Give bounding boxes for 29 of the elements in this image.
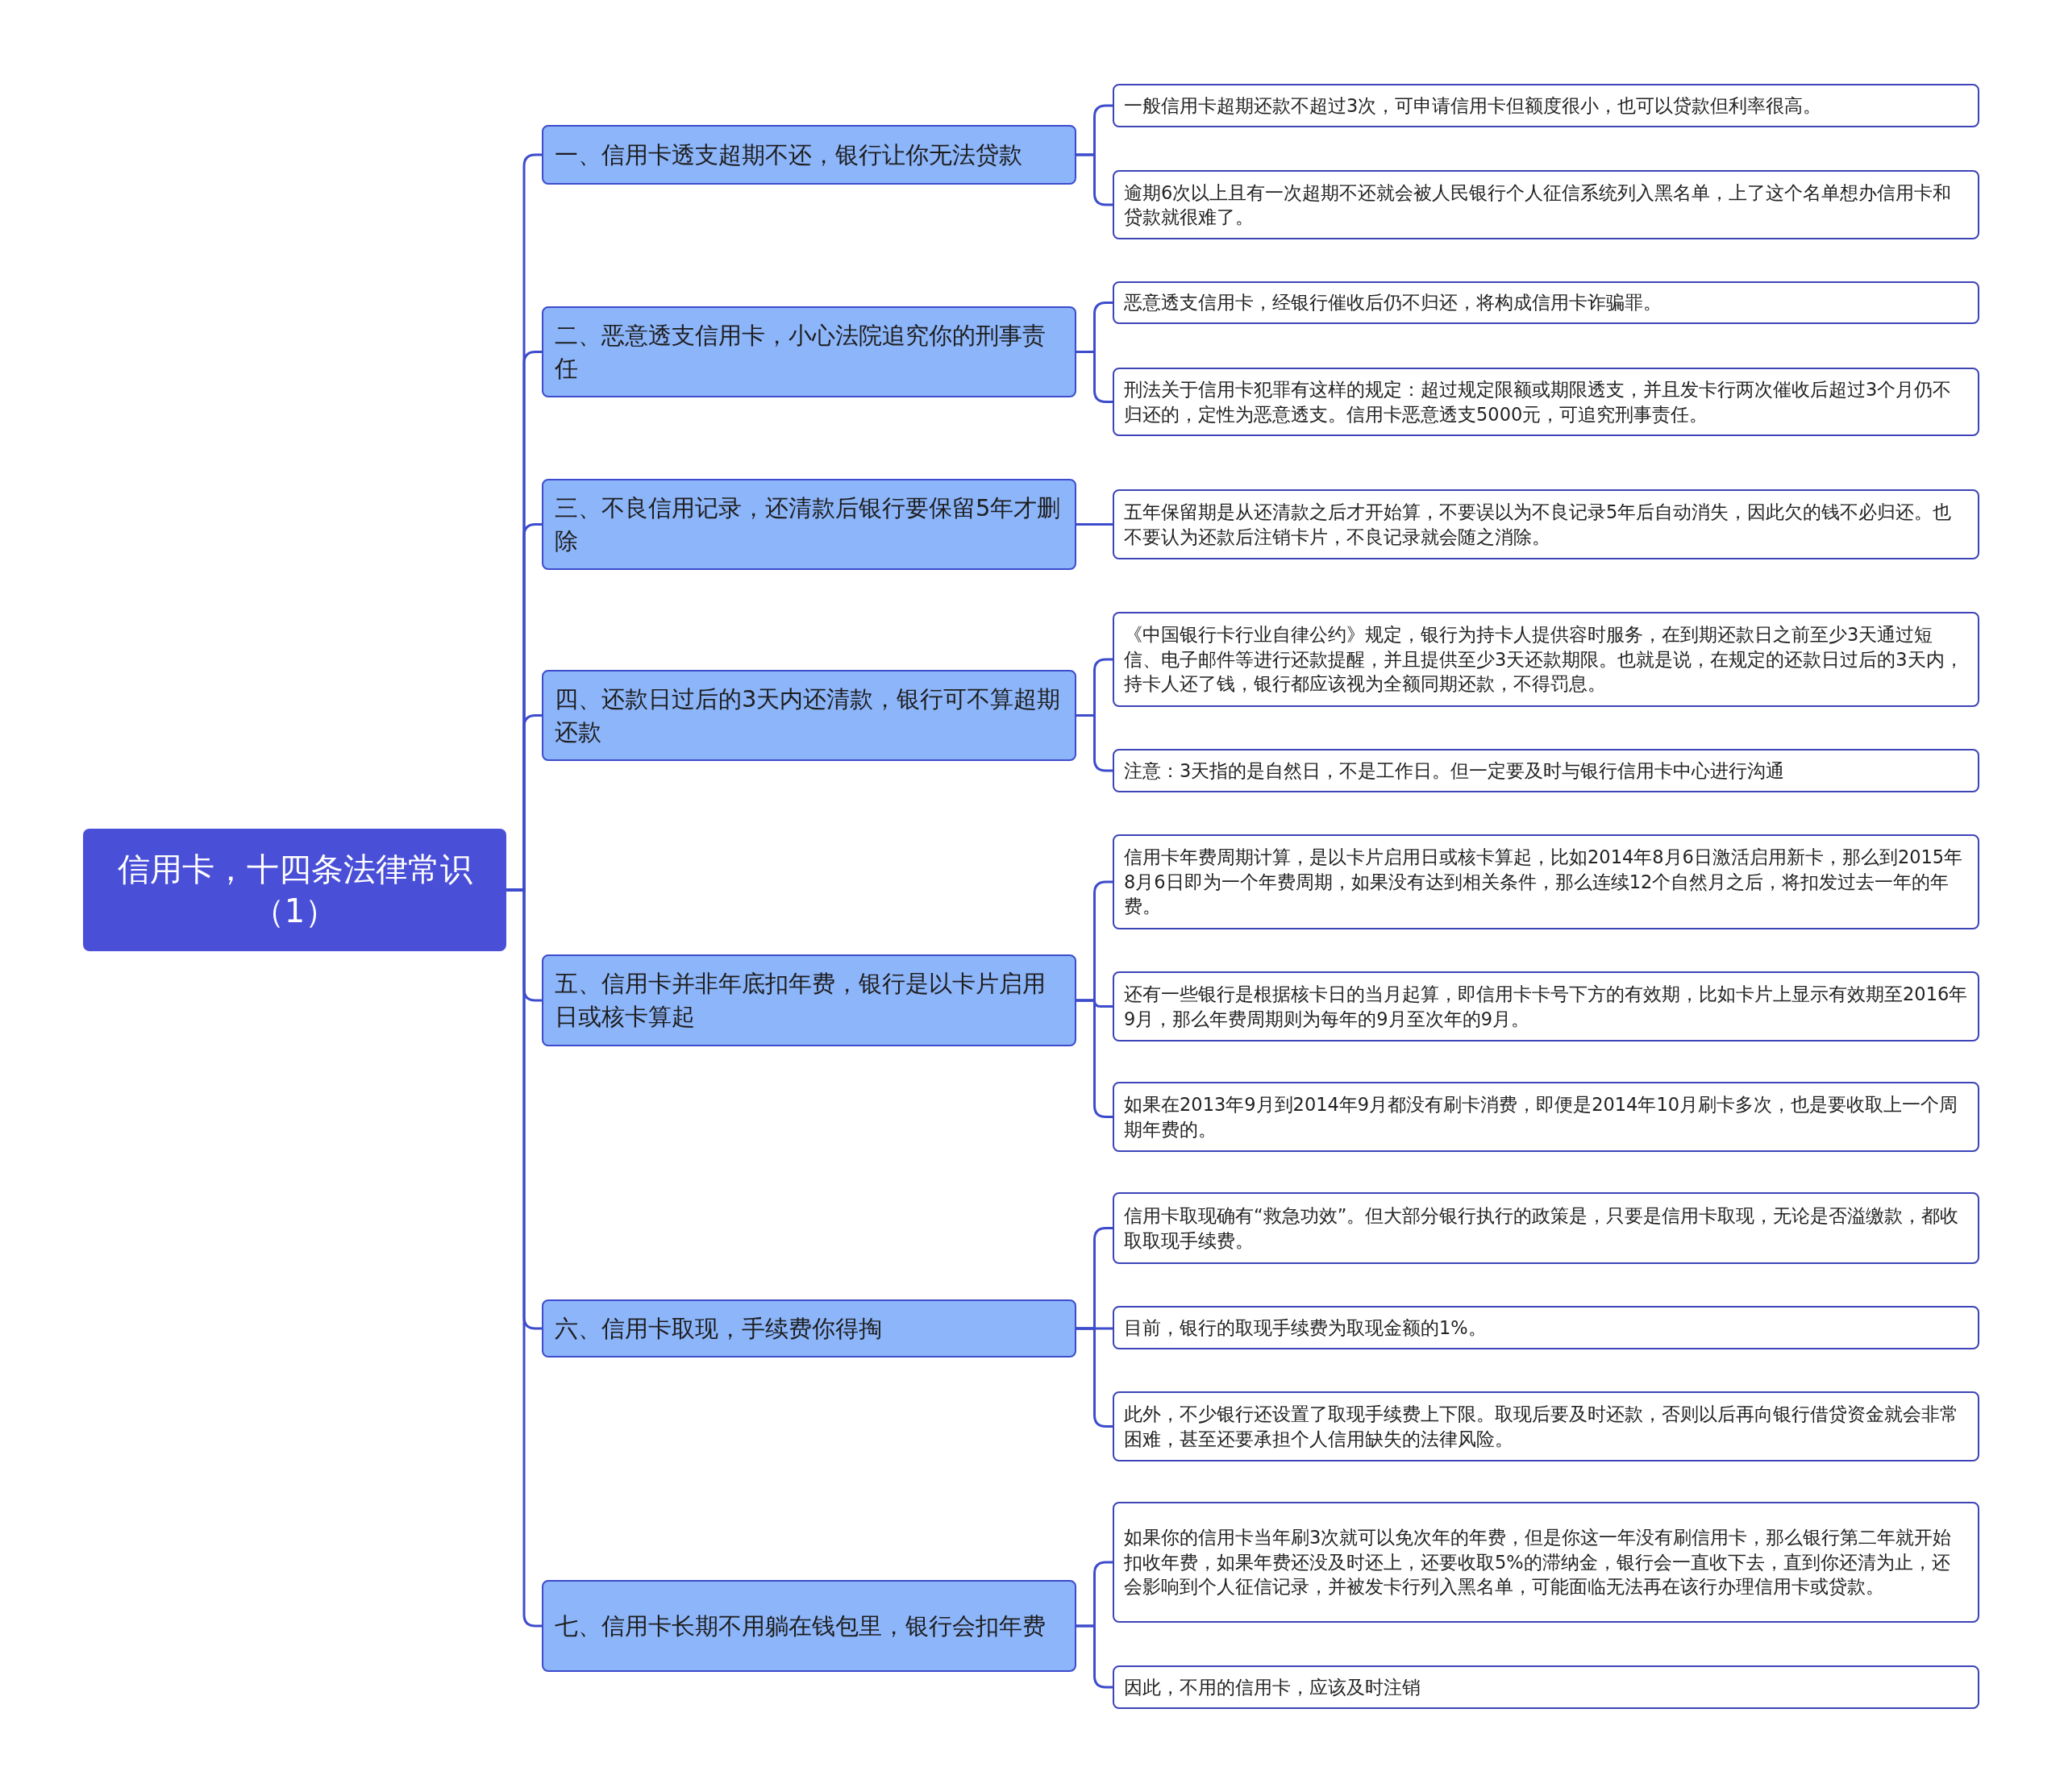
topic-box: 六、信用卡取现，手续费你得掏 bbox=[542, 1299, 1076, 1358]
root-topic-box: 信用卡，十四条法律常识（1） bbox=[83, 829, 506, 951]
note-box: 因此，不用的信用卡，应该及时注销 bbox=[1113, 1665, 1979, 1709]
connector-line bbox=[1076, 523, 1113, 526]
note-box: 目前，银行的取现手续费为取现金额的1%。 bbox=[1113, 1306, 1979, 1349]
connector-line bbox=[1076, 1327, 1113, 1428]
note-box: 刑法关于信用卡犯罪有这样的规定：超过规定限额或期限透支，并且发卡行两次催收后超过3个月仍不归还的，定性为恶意透支。信用卡恶意透支5000元，可追究刑事责任。 bbox=[1113, 368, 1979, 436]
topic-box: 四、还款日过后的3天内还清款，银行可不算超期还款 bbox=[542, 670, 1076, 761]
topic-box: 一、信用卡透支超期不还，银行让你无法贷款 bbox=[542, 125, 1076, 185]
note-box: 此外，不少银行还设置了取现手续费上下限。取现后要及时还款，否则以后再向银行借贷资金就会非常困难，甚至还要承担个人信用缺失的法律风险。 bbox=[1113, 1391, 1979, 1461]
note-box: 恶意透支信用卡，经银行催收后仍不归还，将构成信用卡诈骗罪。 bbox=[1113, 281, 1979, 324]
note-box: 逾期6次以上且有一次超期不还就会被人民银行个人征信系统列入黑名单，上了这个名单想办信用卡和贷款就很难了。 bbox=[1113, 170, 1979, 239]
connector-line bbox=[1076, 1624, 1113, 1689]
note-box: 一般信用卡超期还款不超过3次，可申请信用卡但额度很小，也可以贷款但利率很高。 bbox=[1113, 84, 1979, 127]
note-box: 信用卡取现确有“救急功效”。但大部分银行执行的政策是，只要是信用卡取现，无论是否溢缴款，都收取取现手续费。 bbox=[1113, 1192, 1979, 1264]
topic-box: 二、恶意透支信用卡，小心法院追究你的刑事责任 bbox=[542, 306, 1076, 397]
note-box: 信用卡年费周期计算，是以卡片启用日或核卡算起，比如2014年8月6日激活启用新卡，那么到2015年8月6日即为一个年费周期，如果没有达到相关条件，那么连续12个自然月之后，将扣发过去一年的年费。 bbox=[1113, 834, 1979, 929]
topic-box: 五、信用卡并非年底扣年费，银行是以卡片启用日或核卡算起 bbox=[542, 954, 1076, 1046]
connector-line bbox=[1076, 153, 1113, 206]
connector-line bbox=[1076, 351, 1113, 403]
topic-box: 七、信用卡长期不用躺在钱包里，银行会扣年费 bbox=[542, 1580, 1076, 1672]
note-box: 五年保留期是从还清款之后才开始算，不要误以为不良记录5年后自动消失，因此欠的钱不必归还。也不要认为还款后注销卡片，不良记录就会随之消除。 bbox=[1113, 489, 1979, 559]
note-box: 还有一些银行是根据核卡日的当月起算，即信用卡卡号下方的有效期，比如卡片上显示有效期至2016年9月，那么年费周期则为每年的9月至次年的9月。 bbox=[1113, 971, 1979, 1042]
note-box: 注意：3天指的是自然日，不是工作日。但一定要及时与银行信用卡中心进行沟通 bbox=[1113, 749, 1979, 792]
connector-line bbox=[1076, 999, 1113, 1118]
note-box: 如果你的信用卡当年刷3次就可以免次年的年费，但是你这一年没有刷信用卡，那么银行第二年就开始扣收年费，如果年费还没及时还上，还要收取5%的滞纳金，银行会一直收下去，直到你还清为止，还会影响到个人征信记录，并被发卡行列入黑名单，可能面临无法再在该行办理信用卡或贷款。 bbox=[1113, 1502, 1979, 1623]
topic-box: 三、不良信用记录，还清款后银行要保留5年才删除 bbox=[542, 479, 1076, 570]
note-box: 《中国银行卡行业自律公约》规定，银行为持卡人提供容时服务，在到期还款日之前至少3天通过短信、电子邮件等进行还款提醒，并且提供至少3天还款期限。也就是说，在规定的还款日过后的3天内，持卡人还了钱，银行都应该视为全额同期还款，不得罚息。 bbox=[1113, 612, 1979, 707]
note-box: 如果在2013年9月到2014年9月都没有刷卡消费，即便是2014年10月刷卡多次，也是要收取上一个周期年费的。 bbox=[1113, 1082, 1979, 1152]
